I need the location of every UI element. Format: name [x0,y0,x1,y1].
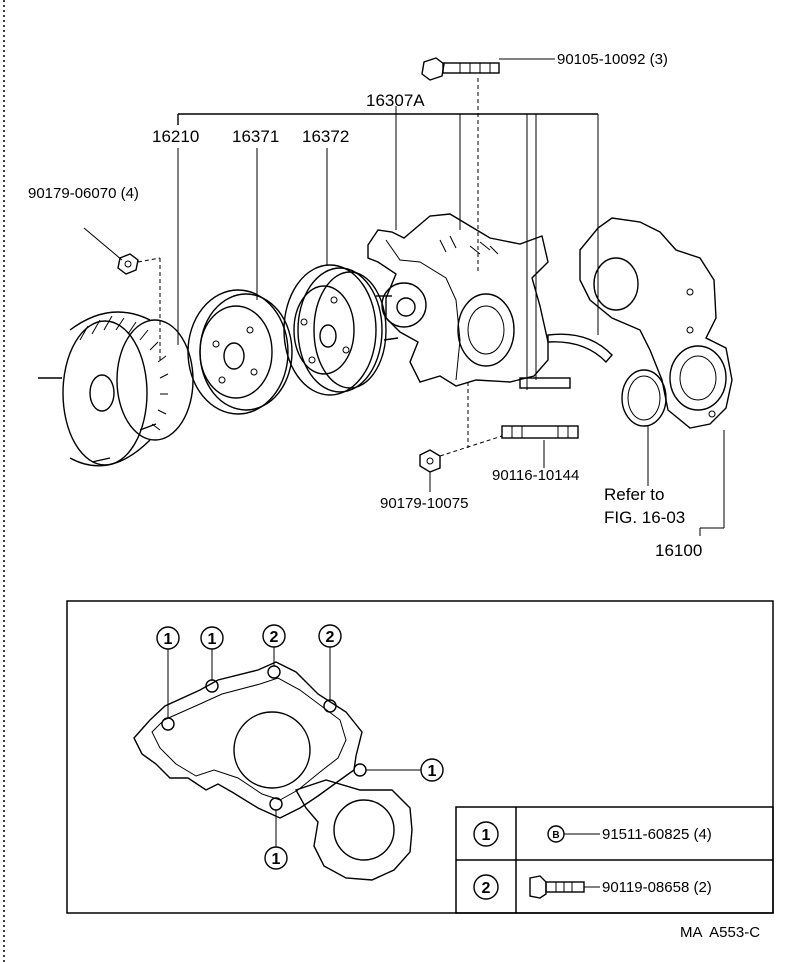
label-bolt-top: 90105-10092 (3) [557,51,668,68]
figure-code: MA A553-C [680,924,760,941]
gasket-detail-box [66,600,774,914]
label-nut-left: 90179-06070 (4) [28,185,139,202]
gasket-strip-icon [547,333,613,364]
svg-text:2: 2 [326,629,335,646]
legend-part-2: 90119-08658 (2) [602,879,712,896]
seal-ring-icon [621,369,667,427]
label-nut-bottom: 90179-10075 [380,495,468,512]
legend-part-1: 91511-60825 (4) [602,826,712,843]
plate-icon [519,377,571,389]
svg-text:1: 1 [482,827,491,844]
water-pump-icon [367,213,549,387]
stud-icon [501,425,579,439]
gasket-callout-1d: 1 [264,810,288,870]
legend-table [455,806,774,914]
label-refer-line2: FIG. 16-03 [604,508,685,527]
pump-housing-icon [579,217,733,429]
legend-row-2: 2 90119-08658 (2) [473,874,712,900]
gasket-callout-1c: 1 [366,758,444,782]
nut-left-icon [117,253,139,275]
svg-text:B: B [552,830,559,841]
gasket-outline-icon [133,661,413,881]
label-fan-clutch: 16210 [152,127,199,146]
legend-row-1: 1 B 91511-60825 (4) [473,821,712,847]
label-pulley-2: 16372 [302,127,349,146]
label-stud: 90116-10144 [492,467,579,484]
gasket-callout-2b: 2 [318,624,342,700]
label-pump-housing: 16100 [655,541,702,560]
label-pulley-1: 16371 [232,127,279,146]
gasket-callout-1b: 1 [200,626,224,680]
gasket-callout-2a: 2 [262,624,286,666]
gasket-callout-1a: 1 [156,626,180,718]
pulley-2-icon [283,264,387,396]
svg-text:1: 1 [428,763,437,780]
label-water-pump-assy: 16307A [366,91,425,110]
bolt-top-icon [421,57,500,81]
svg-text:2: 2 [482,880,491,897]
bolt-icon [529,875,585,899]
svg-text:1: 1 [272,851,281,868]
svg-text:1: 1 [164,631,173,648]
pulley-1-icon [187,289,293,415]
svg-text:2: 2 [270,629,279,646]
fan-clutch-icon [38,311,194,467]
label-refer-line1: Refer to [604,485,664,504]
svg-text:1: 1 [208,631,217,648]
nut-bottom-icon [419,449,441,473]
